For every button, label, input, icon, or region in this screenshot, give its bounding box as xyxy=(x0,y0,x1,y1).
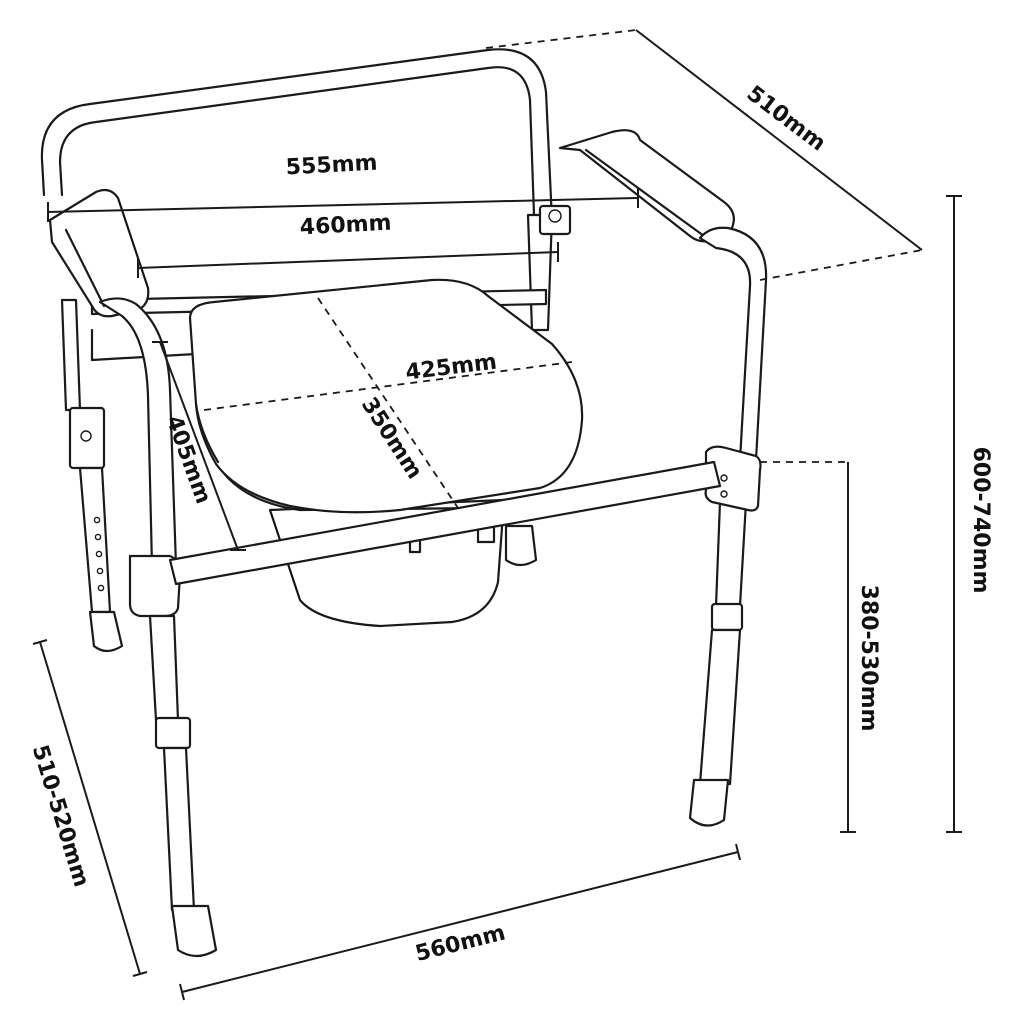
dimension-lines xyxy=(32,29,962,1001)
front-right-clamp xyxy=(704,445,762,512)
width-base-line xyxy=(181,851,739,993)
width-overall-line xyxy=(47,197,639,213)
label-depth-base: 510-520mm xyxy=(27,742,94,890)
front-right-bolt-2 xyxy=(720,490,728,498)
rear-left-adjust-holes xyxy=(93,516,105,592)
front-right-leg-lower xyxy=(698,628,742,786)
depth-base-line xyxy=(39,641,141,975)
front-right-bolt-1 xyxy=(720,474,728,482)
left-armrest-seam xyxy=(64,228,106,308)
front-left-sleeve xyxy=(154,716,192,750)
front-crossbar xyxy=(168,460,722,586)
backrest-inner xyxy=(58,66,536,217)
seat-depth-line xyxy=(317,297,459,509)
front-right-sleeve xyxy=(710,602,744,632)
label-width-base: 560mm xyxy=(413,920,508,966)
right-arm-tube xyxy=(698,226,768,462)
rear-lower-rail xyxy=(90,328,232,362)
backrest-outer xyxy=(40,48,554,222)
depth-top-ext-1 xyxy=(485,29,637,49)
rear-left-leg-upper xyxy=(60,298,82,412)
seat-lid xyxy=(188,278,584,514)
rear-right-knob xyxy=(548,209,562,223)
label-height-overall: 600-740mm xyxy=(968,447,993,594)
right-armrest-seam xyxy=(584,148,706,238)
seat-edge xyxy=(194,402,220,464)
rear-left-knob xyxy=(80,430,92,442)
right-armrest-pad xyxy=(558,129,735,243)
rear-left-leg-lower xyxy=(78,466,112,614)
label-width-overall: 555mm xyxy=(285,151,378,181)
width-inner-line xyxy=(137,251,559,269)
right-armrest xyxy=(558,129,768,827)
depth-top-line xyxy=(635,29,923,251)
rear-right-foot xyxy=(504,524,538,567)
label-height-seat: 380-530mm xyxy=(856,585,881,732)
left-arm-tube xyxy=(98,297,178,568)
left-armrest xyxy=(48,188,218,958)
front-left-leg-lower xyxy=(162,746,196,912)
front-right-leg-upper xyxy=(714,500,748,608)
depth-top-ext-2 xyxy=(759,249,923,281)
seat-width-line xyxy=(203,361,573,411)
seat-top xyxy=(188,278,584,514)
front-right-foot xyxy=(688,778,730,827)
rear-left-foot xyxy=(88,610,124,653)
left-armrest-pad xyxy=(48,188,150,318)
label-width-inner: 460mm xyxy=(299,211,392,241)
front-left-leg-upper xyxy=(148,614,180,722)
seat-side-line xyxy=(159,341,239,551)
front-left-foot xyxy=(170,904,218,958)
